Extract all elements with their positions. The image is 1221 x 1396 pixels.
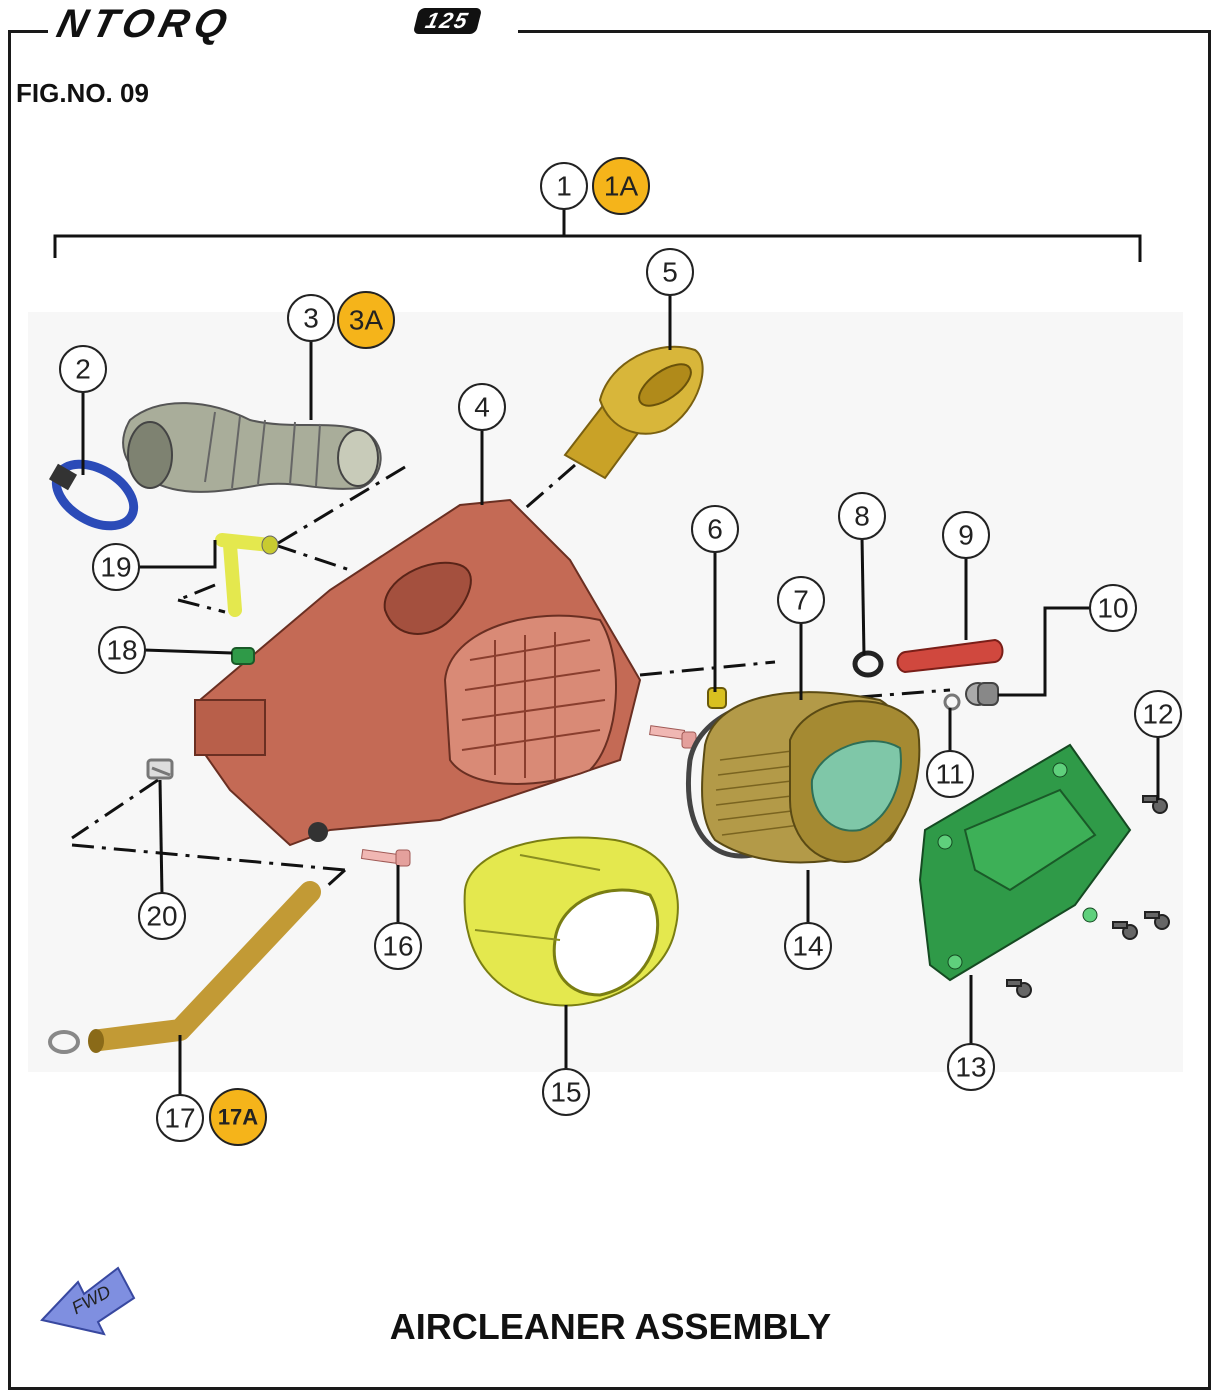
svg-text:2: 2 — [75, 354, 91, 385]
callout-17: 17 — [156, 1094, 204, 1142]
part-20-clip — [146, 758, 174, 780]
svg-text:1A: 1A — [604, 171, 639, 202]
part-14-filter-element — [701, 691, 921, 864]
svg-text:11: 11 — [935, 759, 964, 790]
part-16-bolt — [360, 848, 411, 867]
svg-text:18: 18 — [106, 635, 137, 666]
callout-18: 18 — [98, 626, 146, 674]
part-18-clip — [231, 647, 255, 665]
callout-6: 6 — [691, 505, 739, 553]
callout-10: 10 — [1089, 584, 1137, 632]
part-9-drain-tube — [896, 638, 1004, 674]
part-13-filter-cover — [918, 743, 1132, 982]
svg-text:19: 19 — [100, 552, 131, 583]
part-12-screws — [1006, 795, 1170, 998]
svg-text:17A: 17A — [218, 1105, 258, 1130]
brand-logo: NTORQ 125 — [48, 2, 518, 46]
part-4-aircleaner-housing — [193, 498, 642, 847]
housing-bolt — [649, 725, 697, 749]
svg-text:3: 3 — [303, 303, 319, 334]
callout-3a: 3A — [337, 291, 395, 349]
callout-1a: 1A — [592, 157, 650, 215]
part-6-clip — [707, 687, 727, 709]
part-3-intake-hose — [122, 402, 382, 493]
part-17-drain-pipe — [48, 881, 321, 1054]
svg-text:12: 12 — [1142, 699, 1173, 730]
callout-20: 20 — [138, 892, 186, 940]
svg-text:10: 10 — [1097, 593, 1128, 624]
callout-7: 7 — [777, 576, 825, 624]
part-2-hose-clamp — [48, 459, 139, 531]
part-10-plug — [965, 682, 999, 706]
callout-14: 14 — [784, 922, 832, 970]
svg-text:4: 4 — [474, 392, 490, 423]
part-15-foam-sleeve — [463, 836, 679, 1007]
svg-text:5: 5 — [662, 257, 678, 288]
callout-15: 15 — [542, 1068, 590, 1116]
callout-4: 4 — [458, 383, 506, 431]
diagram-title: AIRCLEANER ASSEMBLY — [389, 1306, 832, 1347]
part-5-intake-duct — [563, 345, 704, 480]
callout-3: 3 — [287, 294, 335, 342]
svg-text:20: 20 — [146, 901, 177, 932]
diagram-frame — [8, 30, 1211, 1390]
callout-16: 16 — [374, 922, 422, 970]
callout-leaders — [81, 292, 1160, 1098]
svg-text:7: 7 — [793, 585, 809, 616]
callout-2: 2 — [59, 345, 107, 393]
svg-text:3A: 3A — [349, 305, 384, 336]
callout-17a: 17A — [209, 1088, 267, 1146]
callout-12: 12 — [1134, 690, 1182, 738]
svg-text:15: 15 — [550, 1077, 581, 1108]
callout-19: 19 — [92, 543, 140, 591]
assembly-bracket — [53, 208, 1142, 262]
svg-text:14: 14 — [792, 931, 823, 962]
svg-text:1: 1 — [556, 171, 572, 202]
callout-13: 13 — [947, 1043, 995, 1091]
svg-text:13: 13 — [955, 1052, 986, 1083]
callout-1: 1 — [540, 162, 588, 210]
callout-8: 8 — [838, 492, 886, 540]
callout-11: 11 — [926, 750, 974, 798]
callout-5: 5 — [646, 248, 694, 296]
svg-text:6: 6 — [707, 514, 723, 545]
callout-9: 9 — [942, 511, 990, 559]
svg-text:8: 8 — [854, 501, 870, 532]
forward-arrow-icon: FWD — [40, 1266, 136, 1336]
svg-text:16: 16 — [382, 931, 413, 962]
part-8-clamp — [852, 650, 884, 678]
svg-text:9: 9 — [958, 520, 974, 551]
figure-number: FIG.NO. 09 — [16, 78, 149, 108]
part-19-vent-tube — [215, 533, 279, 617]
svg-text:17: 17 — [164, 1103, 195, 1134]
part-11-ring — [943, 693, 961, 711]
